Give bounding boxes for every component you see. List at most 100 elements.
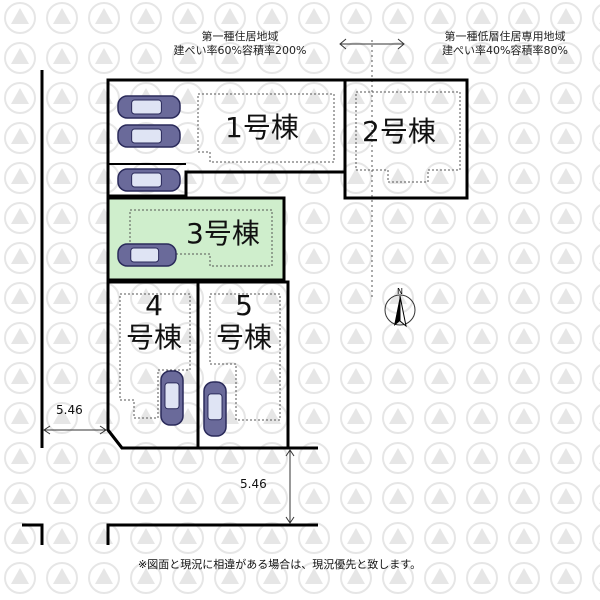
watermark-tile [130,442,162,474]
watermark-tile [172,522,204,554]
watermark-tile [172,322,204,354]
watermark-tile [298,202,330,234]
watermark-tile [508,322,540,354]
watermark-tile [550,442,582,474]
watermark-tile [46,82,78,114]
watermark-tile [424,122,456,154]
watermark-tile [382,82,414,114]
car-2 [117,124,181,148]
watermark-tile [46,442,78,474]
lot-4-building [119,293,191,419]
watermark-tile [508,362,540,394]
lot-4-outline [106,280,200,450]
watermark-tile [256,82,288,114]
watermark-tile [88,442,120,474]
watermark-tile [172,482,204,514]
lot-5-label: 5 号棟 [206,290,282,354]
watermark-tile [214,362,246,394]
watermark-tile [4,42,36,74]
watermark-tile [214,522,246,554]
watermark-tile [340,202,372,234]
watermark-tile [88,42,120,74]
car-3 [117,168,181,192]
watermark-tile [550,562,582,594]
watermark-tile [550,42,582,74]
watermark-tile [340,442,372,474]
south-road-south-edge-right [106,523,318,545]
watermark-tile [130,322,162,354]
watermark-tile [466,522,498,554]
watermark-tile [4,82,36,114]
watermark-tile [382,482,414,514]
lot-4-label: 4 号棟 [118,290,190,354]
watermark-tile [256,522,288,554]
watermark-tile [46,202,78,234]
watermark-tile [214,322,246,354]
watermark-tile [424,282,456,314]
watermark-tile [256,122,288,154]
watermark-tile [340,242,372,274]
watermark-tile [466,282,498,314]
watermark-tile [298,2,330,34]
watermark-tile [298,162,330,194]
watermark-tile [424,362,456,394]
watermark-tile [298,322,330,354]
watermark-tile [550,202,582,234]
watermark-tile [550,82,582,114]
watermark-tile [382,162,414,194]
watermark-tile [130,2,162,34]
watermark-tile [466,442,498,474]
watermark-tile [424,482,456,514]
watermark-tile [424,242,456,274]
watermark-tile [256,2,288,34]
watermark-tile [130,482,162,514]
watermark-tile [340,562,372,594]
lot-4-suffix: 号棟 [125,321,182,354]
watermark-tile [508,2,540,34]
watermark-tile [550,322,582,354]
watermark-tile [550,122,582,154]
watermark-tile [340,2,372,34]
watermark-tile [382,42,414,74]
watermark-tile [4,2,36,34]
watermark-tile [214,2,246,34]
watermark-tile [508,82,540,114]
south-dimension-line [285,449,295,524]
watermark-tile [508,122,540,154]
zone-left-ratio: 建ぺい率60%容積率200% [173,44,307,57]
west-road-width: 5.46 [56,403,83,417]
watermark-tile [508,42,540,74]
watermark-tile [4,202,36,234]
watermark-tile [46,322,78,354]
watermark-tile [382,442,414,474]
watermark-tile [298,522,330,554]
watermark-tile [424,42,456,74]
watermark-tile [256,162,288,194]
watermark-tile [88,562,120,594]
lot-5-outline [196,280,290,450]
watermark-tile [4,442,36,474]
watermark-tile [382,122,414,154]
watermark-tile [508,162,540,194]
watermark-tile [130,522,162,554]
watermark-tile [508,282,540,314]
lot-5-building [209,293,281,421]
watermark-tile [46,362,78,394]
watermark-tile [298,442,330,474]
watermark-tile [382,202,414,234]
zone-left-name: 第一種住居地域 [201,30,279,43]
watermark-tile [4,282,36,314]
west-dimension-line [43,425,107,435]
watermark-tile [340,42,372,74]
watermark-tile [466,42,498,74]
zone-right-label: 第一種低層住居専用地域 建ぺい率40%容積率80% [410,30,600,58]
watermark-tile [382,522,414,554]
watermark-tile [550,482,582,514]
north-arrow: N [384,287,416,328]
watermark-tile [4,122,36,154]
watermark-tile [4,482,36,514]
watermark-tile [340,282,372,314]
watermark-tile [298,282,330,314]
watermark-tile [214,162,246,194]
